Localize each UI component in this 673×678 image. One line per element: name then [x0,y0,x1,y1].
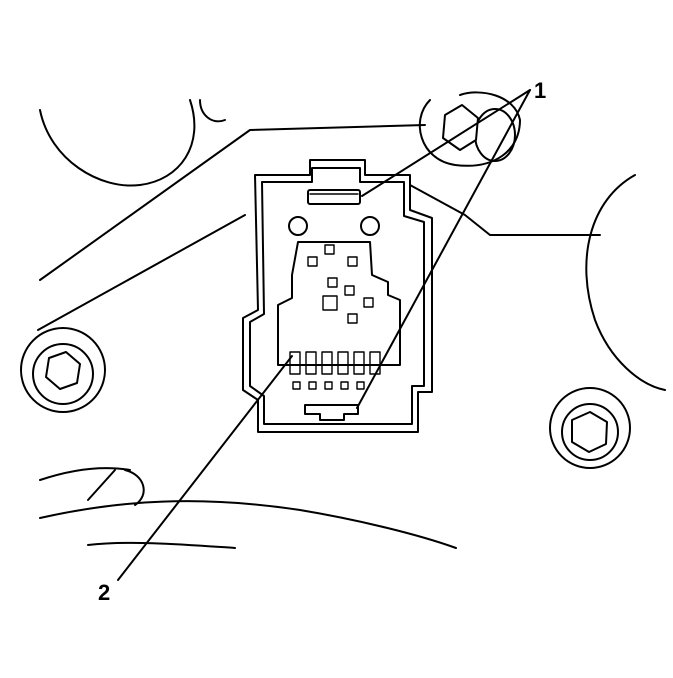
callout-2-leader [117,355,293,581]
callout-label-1: 1 [534,78,546,103]
bolt-left [20,327,106,413]
callout-label-2: 2 [98,580,110,605]
bolt-right [549,387,631,469]
callout-1-leaders [356,89,531,409]
electrical-connector [242,159,433,433]
housing-outline [37,99,666,549]
